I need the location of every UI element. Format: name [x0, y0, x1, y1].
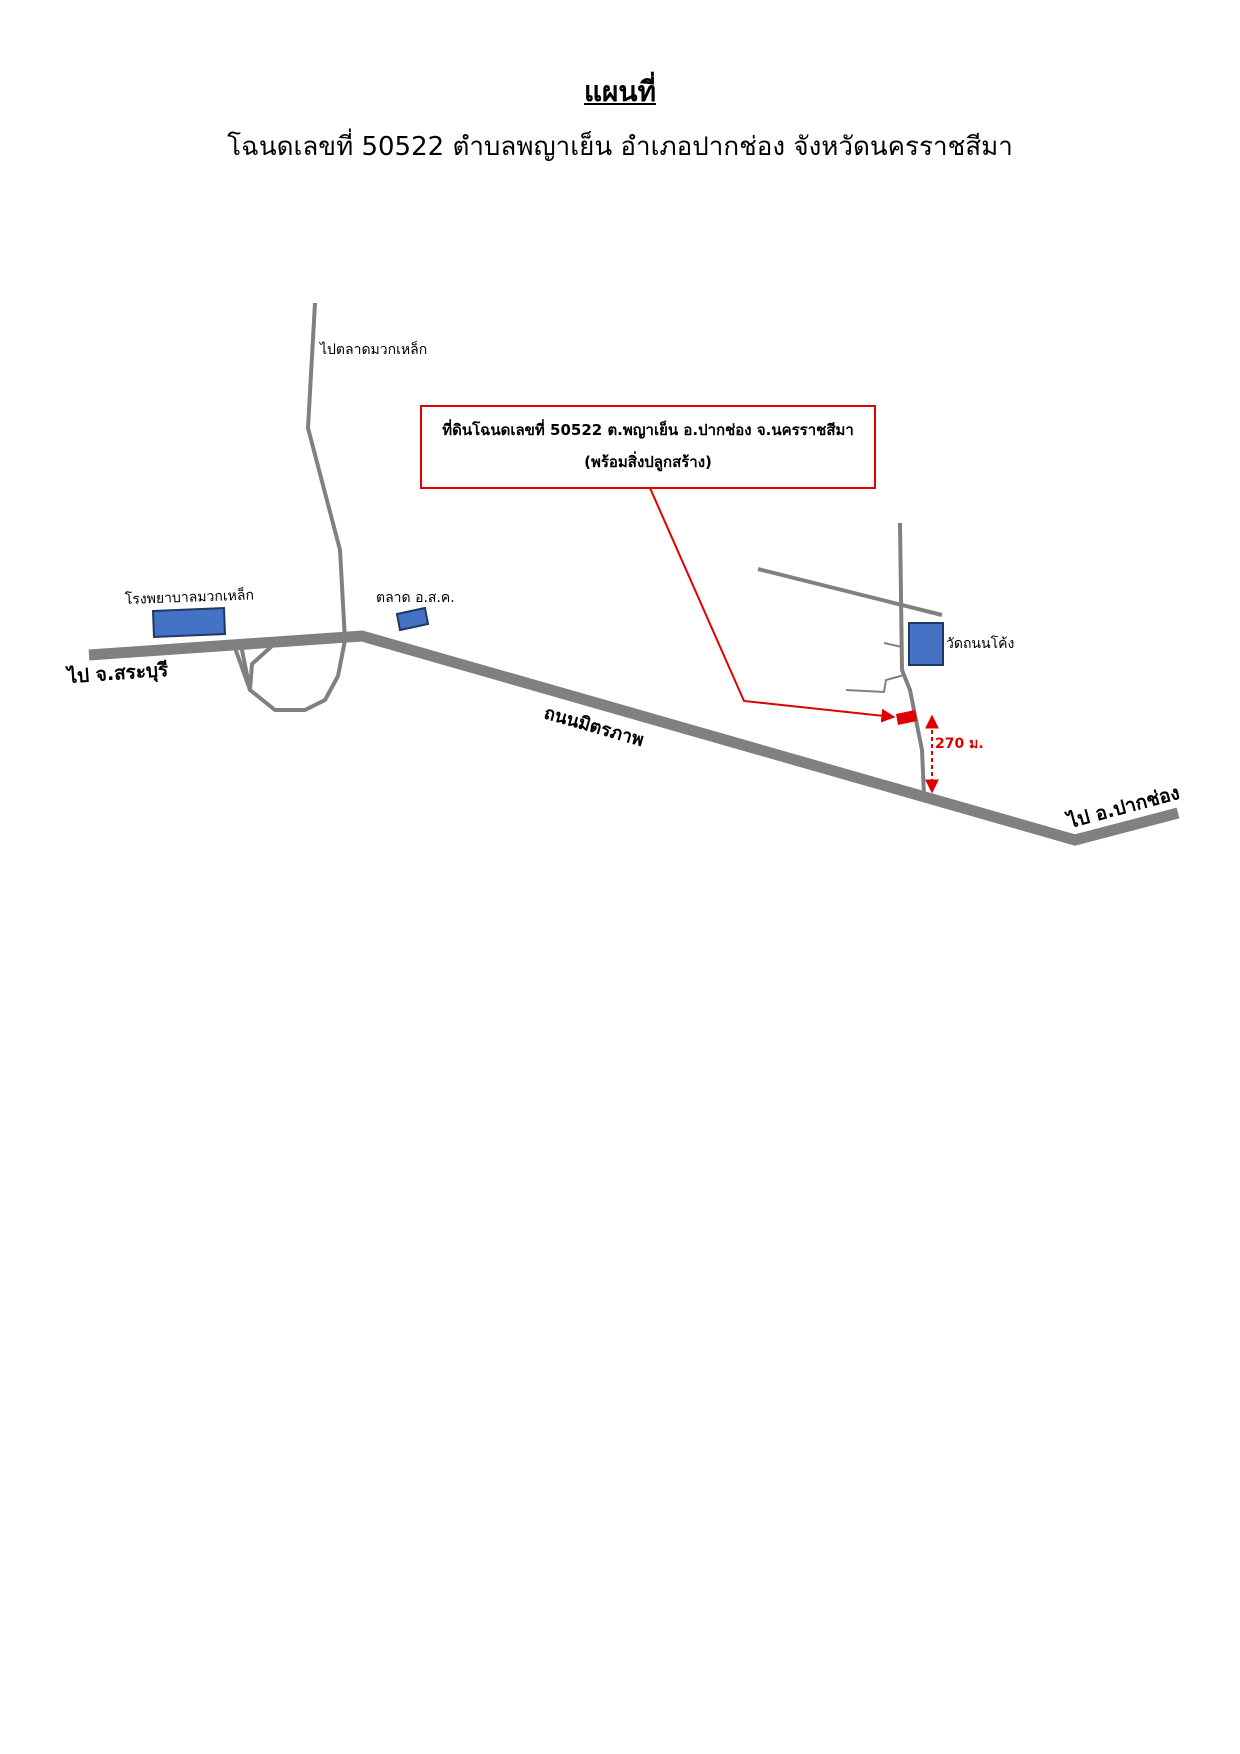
distance-label: 270 ม.	[935, 736, 984, 752]
hospital-building	[151, 606, 227, 639]
small-lane-2	[845, 674, 905, 694]
market-building	[395, 606, 430, 632]
cross-road-temple	[757, 567, 943, 617]
temple-building	[908, 622, 944, 666]
label-to-saraburi: ไป จ.สระบุรี	[65, 658, 170, 689]
callout-box	[420, 405, 876, 489]
label-temple: วัดถนนโค้ง	[946, 635, 1014, 652]
label-to-muak-lek-market: ไปตลาดมวกเหล็ก	[319, 340, 427, 358]
small-lane-1	[883, 642, 903, 648]
road-to-muak-lek-market	[238, 302, 347, 712]
callout-line2: (พร้อมสิ่งปลูกสร้าง)	[584, 451, 712, 472]
map-title: แผนที่	[583, 75, 657, 108]
interchange-loop	[233, 644, 274, 692]
label-market: ตลาด อ.ส.ค.	[376, 590, 455, 606]
map-subtitle: โฉนดเลขที่ 50522 ตำบลพญาเย็น อำเภอปากช่อ…	[227, 132, 1013, 162]
label-hospital: โรงพยาบาลมวกเหล็ก	[125, 586, 255, 608]
highway-mittraphap	[88, 630, 1180, 846]
callout-line1: ที่ดินโฉนดเลขที่ 50522 ต.พญาเย็น อ.ปากช่…	[442, 419, 854, 439]
land-plot-marker	[896, 710, 917, 725]
callout-leader-line	[649, 487, 896, 723]
side-road-temple	[898, 522, 926, 796]
